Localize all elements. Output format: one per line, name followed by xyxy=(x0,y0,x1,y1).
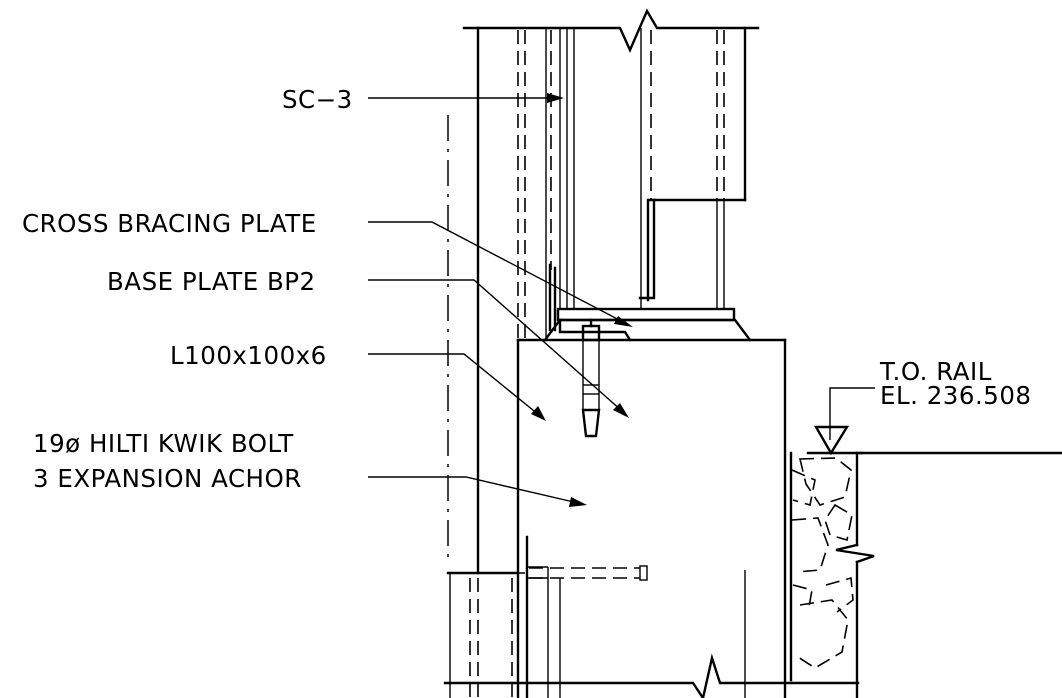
rail-rock-fill xyxy=(789,451,875,698)
arrowhead-sc3 xyxy=(547,93,564,103)
arrowhead-anchor xyxy=(569,497,587,507)
label-base-plate: BASE PLATE BP2 xyxy=(107,267,316,296)
break-line-icon xyxy=(462,8,760,53)
leader-base-plate xyxy=(368,279,623,412)
angle-l100 xyxy=(446,535,648,698)
leader-anchor xyxy=(368,476,579,504)
column-sc3 xyxy=(476,26,747,575)
leader-angle xyxy=(368,353,540,416)
arrowhead-base-plate xyxy=(613,403,629,418)
arrowhead-angle xyxy=(531,406,546,421)
leader-rail xyxy=(829,387,875,440)
elevation-triangle-icon xyxy=(806,425,864,456)
label-angle: L100x100x6 xyxy=(170,341,327,370)
column-top-break-line xyxy=(462,8,760,53)
label-sc3: SC−3 xyxy=(282,85,353,114)
bottom-break-line xyxy=(443,653,860,698)
label-cross-bracing-plate: CROSS BRACING PLATE xyxy=(22,209,317,238)
base-plate-bp2 xyxy=(543,263,752,342)
arrowhead-cross-bracing xyxy=(614,316,633,327)
label-anchor-line2: 3 EXPANSION ACHOR xyxy=(33,464,302,493)
label-rail-line2: EL. 236.508 xyxy=(880,381,1032,410)
label-anchor-line1: 19ø HILTI KWIK BOLT xyxy=(33,429,294,458)
label-rail-line1: T.O. RAIL xyxy=(879,357,992,386)
leader-lines xyxy=(368,93,875,507)
concrete-pedestal xyxy=(516,338,787,698)
callout-labels: SC−3 CROSS BRACING PLATE BASE PLATE BP2 … xyxy=(22,85,1032,493)
